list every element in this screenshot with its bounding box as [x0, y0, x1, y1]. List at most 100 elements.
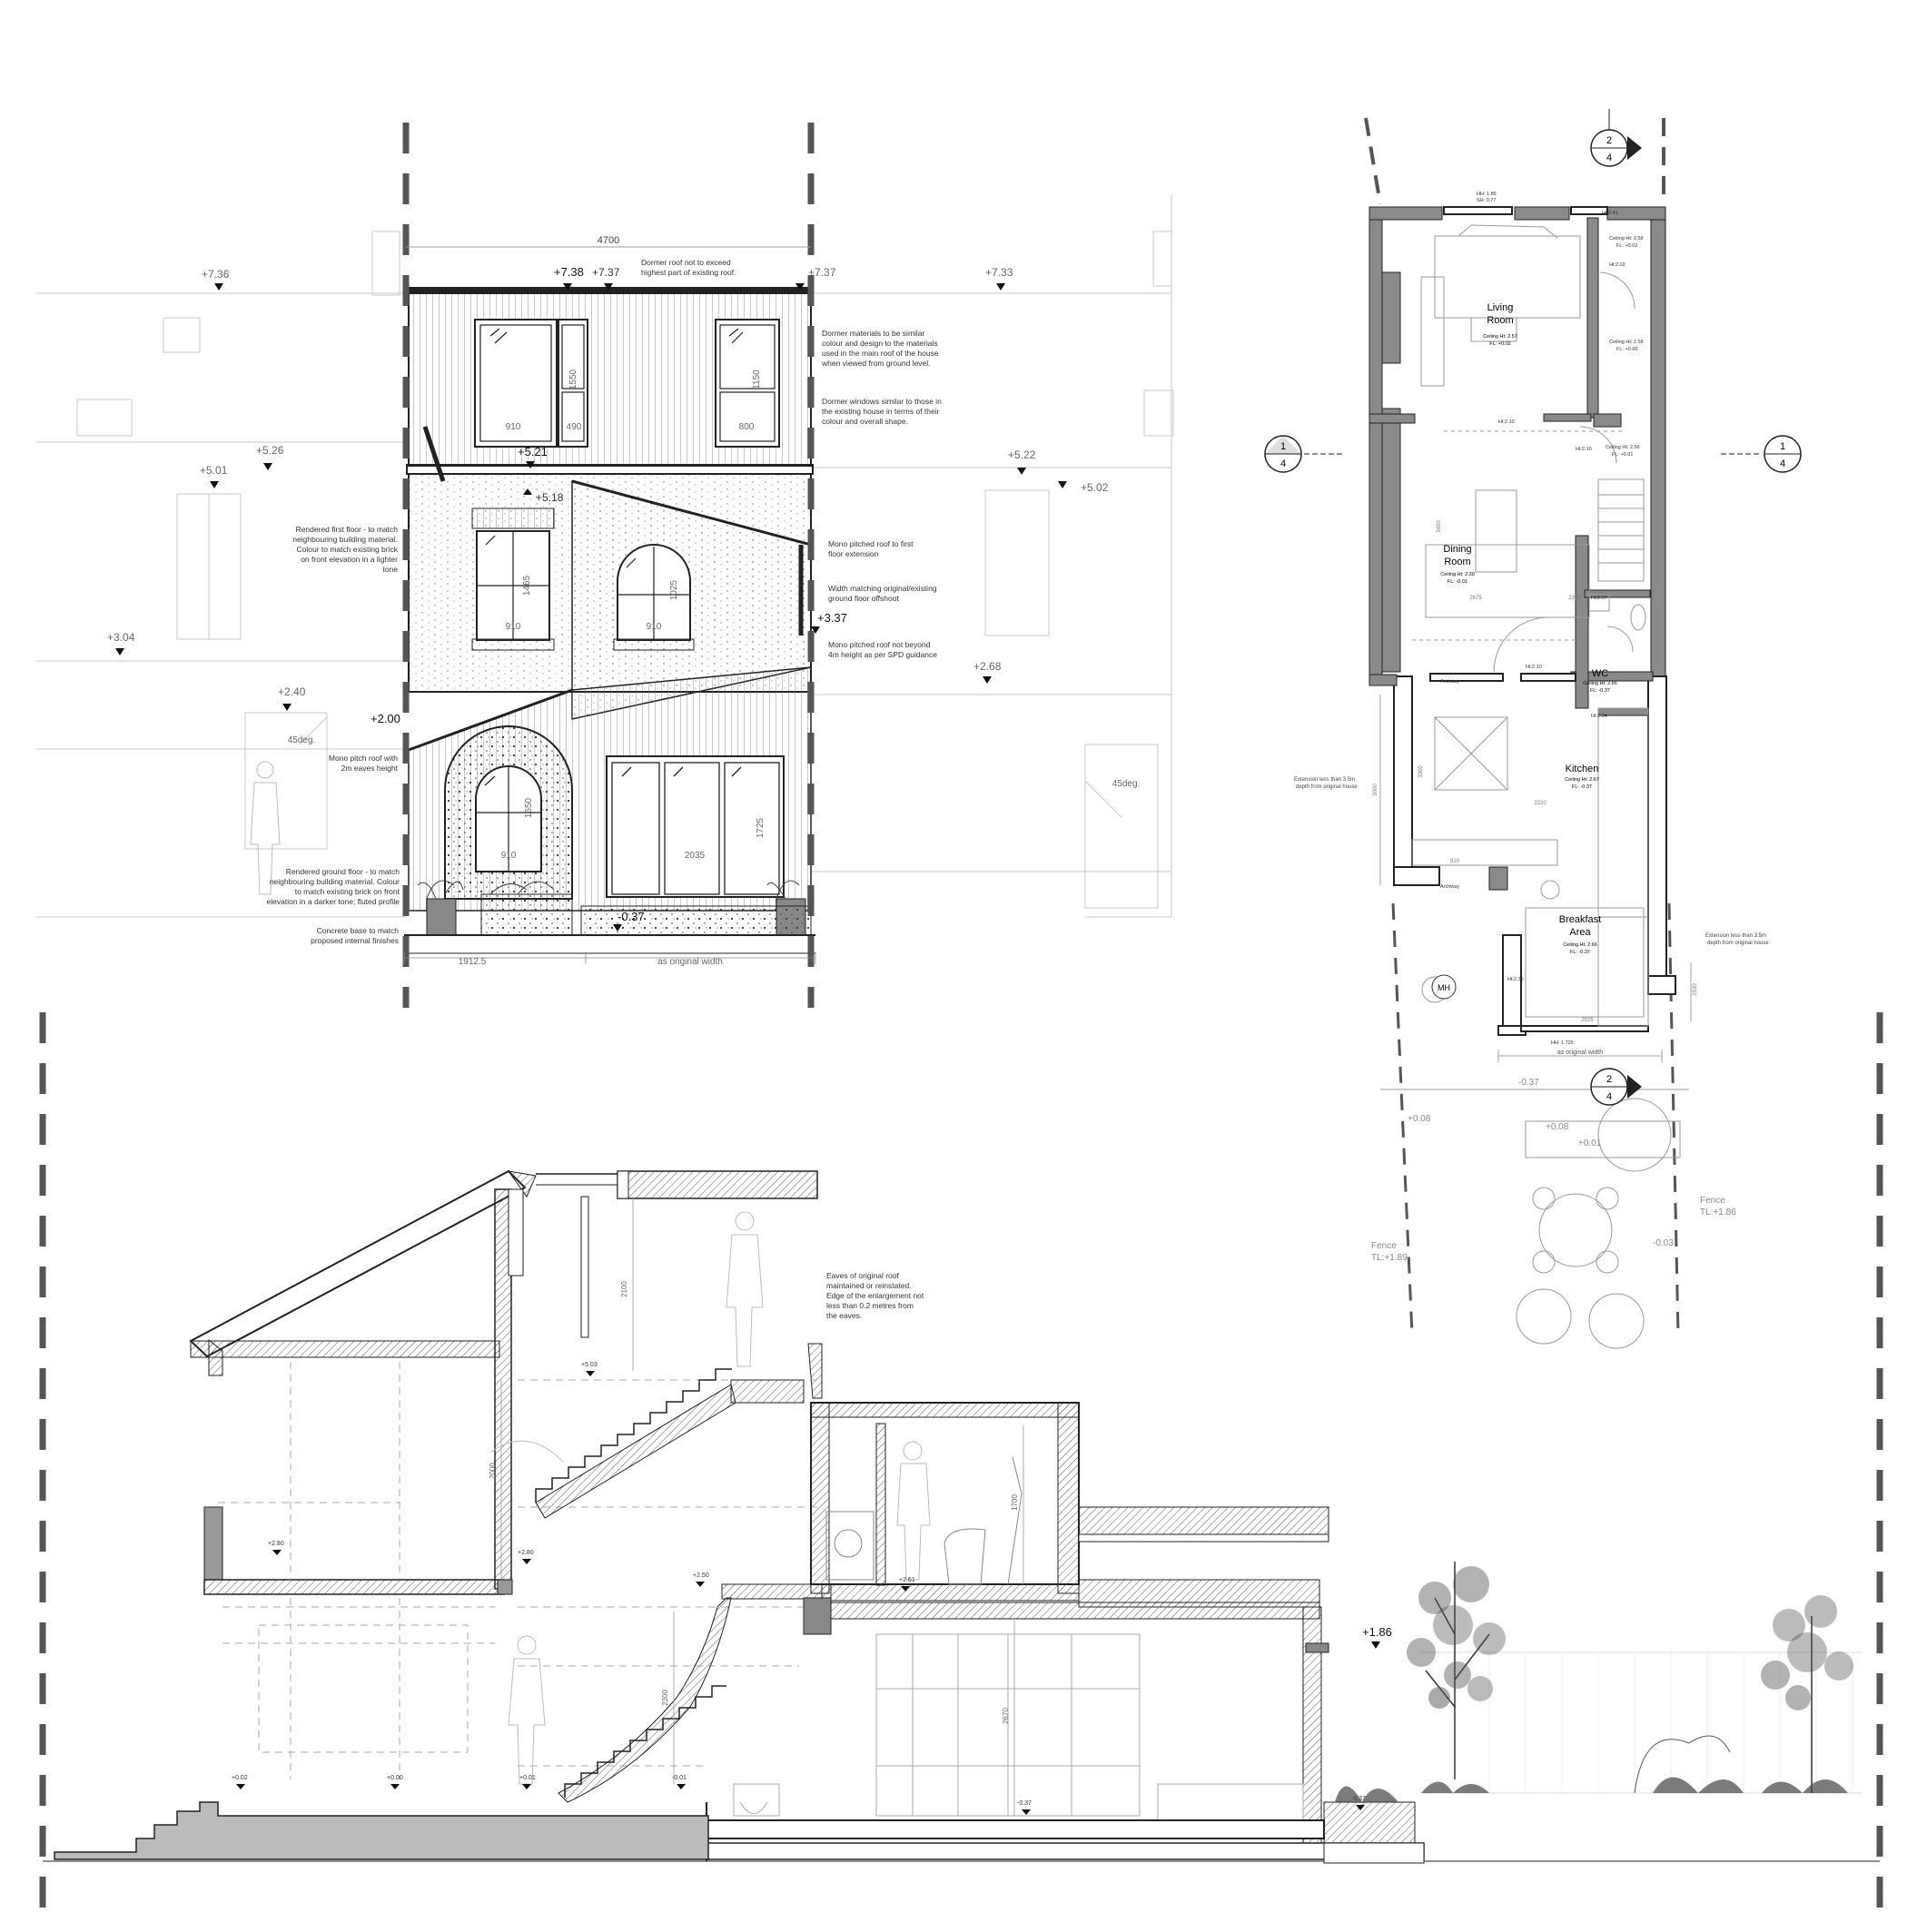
plan-level-minus-0-03: -0.03 — [1653, 1238, 1674, 1248]
room-dining-ceiling: Ceiling Ht: 2.30 — [1440, 572, 1475, 577]
tree-left — [1407, 1562, 1506, 1779]
section-level-minus-0-37b: -0.37 — [1351, 1796, 1366, 1802]
marker-right-sheet: 4 — [1780, 458, 1785, 469]
section-dim-2000: 2000 — [489, 1463, 497, 1479]
note-rendered-ground: Rendered ground floor - to match neighbo… — [266, 867, 400, 906]
dim-1725: 1725 — [756, 817, 766, 838]
marker-bottom-sheet: 4 — [1606, 1091, 1612, 1102]
note-dormer-roof: Dormer roof not to exceed highest part o… — [641, 258, 736, 277]
tag-archway2: Archway — [1440, 884, 1459, 890]
section-level-1-86: +1.86 — [1362, 1625, 1392, 1639]
section-level-minus-0-37: -0.37 — [1017, 1800, 1032, 1807]
plan-dim-2025: 2025 — [1581, 1018, 1594, 1023]
marker-bottom-num: 2 — [1606, 1074, 1612, 1085]
room-breakfast-line2: Area — [1569, 927, 1591, 938]
level-7-38: +7.38 — [554, 265, 584, 279]
long-section: +5.03 +2.80 +2.80 +2.50 +2.61 +0.02 +0.0… — [39, 1012, 1883, 1923]
room-kitchen-fl: FL: -0.37 — [1572, 784, 1592, 790]
tag-sh: SH: 0.77 — [1477, 198, 1496, 203]
plan-level-0-08a: +0.08 — [1408, 1114, 1431, 1124]
tag-fl002: FL: +0.02 — [1616, 243, 1637, 249]
room-wc-ceiling: Ceiling Ht: 2.66 — [1583, 681, 1617, 686]
tag-h297: Ht:2.97 — [1591, 596, 1607, 601]
tree-right — [1761, 1595, 1853, 1793]
plan-level-0-01: +0.01 — [1578, 1138, 1602, 1148]
dim-910d: 910 — [501, 851, 517, 861]
level-5-22: +5.22 — [1008, 448, 1036, 461]
section-level-2-61: +2.61 — [899, 1577, 915, 1583]
level-7-33: +7.33 — [985, 266, 1013, 279]
tag-fl000: FL: +0.00 — [1616, 347, 1637, 352]
note-mono-first: Mono pitched roof to first floor extensi… — [828, 539, 914, 558]
room-kitchen: Kitchen — [1566, 764, 1599, 774]
fence-left-label: Fence — [1371, 1241, 1397, 1251]
level-5-18: +5.18 — [536, 491, 564, 504]
plan-ext-right-2: depth from original house — [1707, 941, 1769, 946]
dim-as-original: as original width — [657, 957, 723, 967]
note-mono-2m: Mono pitch roof with 2m eaves height — [328, 754, 398, 773]
section-level-minus-0-01: -0.01 — [672, 1775, 687, 1781]
dim-490: 490 — [567, 422, 582, 432]
room-dining-fl: FL: -0.01 — [1448, 579, 1467, 585]
section-level-0-02: +0.02 — [232, 1775, 248, 1781]
room-living-line2: Room — [1487, 315, 1513, 326]
note-eaves: Eaves of original roof maintained or rei… — [826, 1271, 924, 1320]
level-2-00: +2.00 — [371, 712, 400, 725]
tag-ch258: Ceiling Ht: 2.58 — [1609, 236, 1644, 242]
plan-dim-2530: 2530 — [1693, 983, 1698, 996]
level-5-01: +5.01 — [200, 464, 228, 477]
plan-dim-2675: 2675 — [1469, 596, 1482, 601]
tag-hh172: HH: 1.725 — [1551, 1040, 1574, 1046]
plan-level-0-08b: +0.08 — [1546, 1122, 1569, 1132]
level-7-36: +7.36 — [202, 268, 230, 281]
plan-dim-3300: 3300 — [1418, 765, 1424, 778]
tag-ch256: Ceiling Ht: 2.56 — [1606, 445, 1640, 450]
plan-ext-right-1: Extension less than 3.5m — [1705, 933, 1766, 939]
marker-top-num: 2 — [1606, 135, 1612, 146]
tag-archway1: Archway — [1440, 679, 1459, 685]
tag-h210b: Ht:2.10 — [1576, 447, 1592, 452]
plan-dim-3400: 3400 — [1437, 520, 1442, 533]
room-breakfast-ceiling: Ceiling Ht: 2.66 — [1563, 942, 1597, 948]
level-2-40: +2.40 — [278, 685, 306, 698]
tag-h210a: Ht:2.10 — [1498, 419, 1515, 425]
angle-45b: 45deg. — [1112, 779, 1141, 789]
level-3-37: +3.37 — [817, 611, 847, 625]
dim-910b: 910 — [506, 622, 521, 632]
tag-h210c: Ht:2.10 — [1526, 665, 1542, 670]
room-living-fl: FL: +0.02 — [1489, 341, 1510, 347]
room-breakfast-line1: Breakfast — [1559, 914, 1601, 925]
dim-910a: 910 — [506, 422, 521, 432]
section-level-0-01: +0.01 — [519, 1775, 536, 1781]
dim-910c: 910 — [647, 622, 662, 632]
room-breakfast-fl: FL: -0.37 — [1570, 950, 1590, 955]
plan-ext-left-2: depth from original house — [1296, 784, 1358, 790]
tag-hh: HH: 1.86 — [1477, 192, 1497, 197]
note-mono-4m: Mono pitched roof not beyond 4m height a… — [828, 640, 938, 659]
plan-dim-2325: 2325 — [1568, 596, 1581, 601]
note-dormer-materials: Dormer materials to be similar colour an… — [822, 329, 939, 368]
section-level-2-80b: +2.80 — [518, 1550, 534, 1556]
section-marker-top: 2 4 — [1590, 109, 1642, 167]
marker-top-sheet: 4 — [1606, 153, 1612, 163]
tag-h241: Ht:2.41 — [1602, 211, 1618, 216]
level-5-21: +5.21 — [518, 445, 548, 458]
level-5-26: +5.26 — [256, 444, 284, 457]
plan-ext-left-1: Extension less than 3.5m — [1294, 777, 1355, 783]
marker-left-num: 1 — [1280, 441, 1286, 452]
level-2-68: +2.68 — [973, 660, 1002, 673]
level-5-02: +5.02 — [1081, 481, 1109, 494]
fence-right-tl: TL:+1.86 — [1700, 1208, 1736, 1217]
dim-2035: 2035 — [685, 851, 706, 861]
dim-1550: 1550 — [568, 369, 578, 389]
dim-800: 800 — [739, 422, 755, 432]
plan-level-minus-0-37: -0.37 — [1518, 1078, 1539, 1088]
section-marker-left: 1 4 — [1264, 435, 1302, 473]
level-minus-0-37: -0.37 — [618, 910, 645, 923]
level-7-37b: +7.37 — [808, 266, 836, 279]
dim-overall-width: 4700 — [598, 235, 619, 246]
fence-right-label: Fence — [1700, 1196, 1725, 1206]
section-marker-bottom: 2 4 — [1590, 1068, 1642, 1106]
plan-as-original: as original width — [1557, 1050, 1603, 1056]
